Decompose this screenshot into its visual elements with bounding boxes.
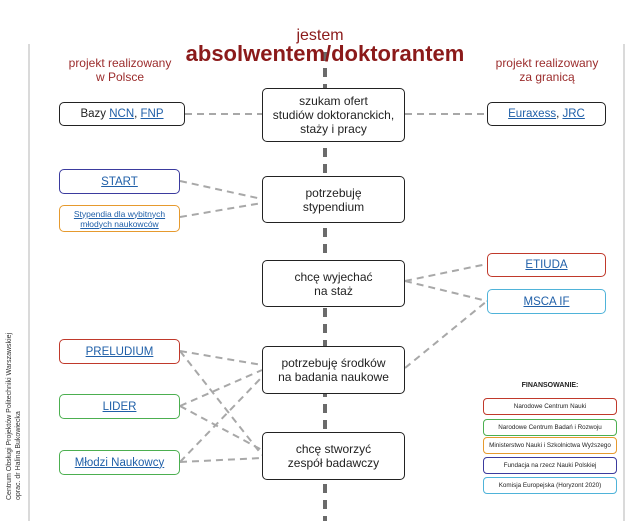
center-box-research-funds-text: potrzebuję środków na badania naukowe <box>278 356 389 384</box>
center-box-research-funds[interactable]: potrzebuję środków na badania naukowe <box>262 346 405 394</box>
legend-item-ncn-label: Narodowe Centrum Nauki <box>513 403 587 410</box>
credit-line1: Centrum Obsługi Projektów Politechniki W… <box>6 332 13 500</box>
connector-preludium-c5 <box>179 350 263 456</box>
bazy-prefix: Bazy <box>80 108 110 120</box>
connector-mlodzi-c5 <box>179 457 263 463</box>
start-link[interactable]: START <box>101 175 138 188</box>
left-column-heading: projekt realizowany w Polsce <box>68 56 172 84</box>
connector-lider-c4 <box>179 369 263 407</box>
connector-c4-msca <box>404 300 488 369</box>
legend-item-ncbr-label: Narodowe Centrum Badań i Rozwoju <box>498 424 602 431</box>
legend-item-ke: Komisja Europejska (Horyzont 2020) <box>483 477 617 494</box>
stypendia-box: Stypendia dla wybitnych młodych naukowcó… <box>59 205 180 232</box>
legend-item-fnp-label: Fundacja na rzecz Nauki Polskiej <box>503 462 597 469</box>
preludium-box: PRELUDIUM <box>59 339 180 364</box>
page-title: absolwentem/doktorantem <box>185 41 465 66</box>
ncn-link[interactable]: NCN <box>109 108 135 120</box>
center-box-offers-text: szukam ofert studiów doktoranckich, staż… <box>272 94 395 136</box>
center-box-internship[interactable]: chcę wyjechać na staż <box>262 260 405 307</box>
center-box-offers[interactable]: szukam ofert studiów doktoranckich, staż… <box>262 88 405 142</box>
connector-preludium-c4 <box>179 350 263 366</box>
bazy-box: Bazy NCN , FNP <box>59 102 185 126</box>
connector-mlodzi-c4 <box>179 376 263 463</box>
fnp-link[interactable]: FNP <box>140 108 164 120</box>
euraxess-link[interactable]: Euraxess <box>508 108 557 120</box>
connector-lider-c5 <box>179 405 263 451</box>
center-box-internship-text: chcę wyjechać na staż <box>294 269 373 298</box>
center-box-scholarship-text: potrzebuję stypendium <box>302 185 365 214</box>
euraxess-sep: , <box>556 108 563 120</box>
legend-item-ke-label: Komisja Europejska (Horyzont 2020) <box>498 482 602 489</box>
etiuda-box: ETIUDA <box>487 253 606 277</box>
mlodzi-link[interactable]: Młodzi Naukowcy <box>74 456 165 469</box>
euraxess-box: Euraxess , JRC <box>487 102 606 126</box>
stypendia-link[interactable]: Stypendia dla wybitnych młodych naukowcó… <box>73 208 166 229</box>
header-line1: jestem <box>296 27 344 44</box>
connector-c3-msca <box>404 280 488 302</box>
etiuda-link[interactable]: ETIUDA <box>525 259 568 271</box>
legend-item-mnisw-label: Ministerstwo Nauki i Szkolnictwa Wyższeg… <box>489 442 611 449</box>
jrc-link[interactable]: JRC <box>562 108 585 120</box>
msca-box: MSCA IF <box>487 289 606 314</box>
credit-line2: oprac. dr Halina Bukowiecka <box>15 411 22 500</box>
mlodzi-box: Młodzi Naukowcy <box>59 450 180 475</box>
lider-link[interactable]: LIDER <box>102 400 137 413</box>
bazy-sep: , <box>134 108 141 120</box>
center-box-scholarship[interactable]: potrzebuję stypendium <box>262 176 405 223</box>
center-box-research-team-text: chcę stworzyć zespół badawczy <box>287 442 380 470</box>
legend-item-fnp: Fundacja na rzecz Nauki Polskiej <box>483 457 617 474</box>
connector-c3-etiuda <box>404 263 488 282</box>
legend-item-ncn: Narodowe Centrum Nauki <box>483 398 617 415</box>
legend-title: FINANSOWANIE: <box>521 382 579 389</box>
credit-text: Centrum Obsługi Projektów Politechniki W… <box>5 260 23 500</box>
center-box-research-team[interactable]: chcę stworzyć zespół badawczy <box>262 432 405 480</box>
lider-box: LIDER <box>59 394 180 419</box>
connector-start-c2 <box>179 180 263 200</box>
legend-item-ncbr: Narodowe Centrum Badań i Rozwoju <box>483 419 617 436</box>
msca-link[interactable]: MSCA IF <box>523 295 570 308</box>
connector-stypendia-c2 <box>179 202 263 218</box>
start-box: START <box>59 169 180 194</box>
preludium-link[interactable]: PRELUDIUM <box>85 345 154 358</box>
right-column-heading: projekt realizowany za granicą <box>495 56 599 84</box>
legend-item-mnisw: Ministerstwo Nauki i Szkolnictwa Wyższeg… <box>483 437 617 454</box>
